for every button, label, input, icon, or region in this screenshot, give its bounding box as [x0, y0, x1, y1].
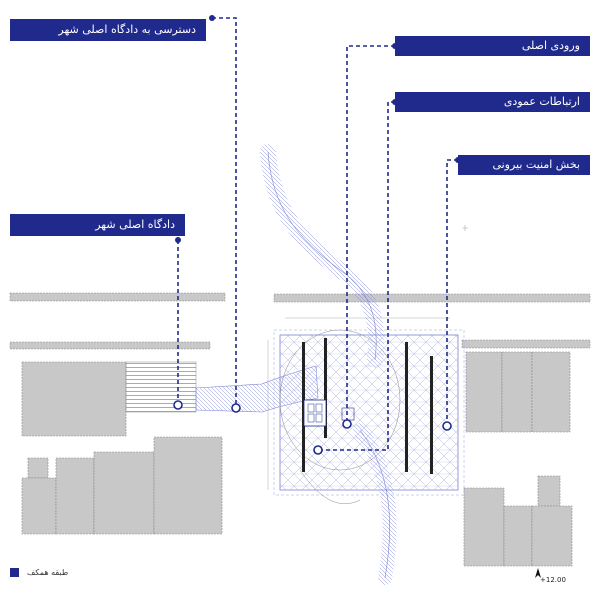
building-block: [503, 505, 533, 567]
legend-label: طبقه همکف: [27, 567, 69, 577]
label-main-court: دادگاه اصلی شهر: [10, 214, 185, 236]
street-band: [461, 339, 591, 349]
street-band: [9, 341, 211, 350]
target-ring-icon: [342, 419, 352, 429]
vertical-core: [303, 399, 327, 427]
building-block: [21, 477, 57, 535]
structure-bar: [405, 342, 408, 472]
north-arrow-icon: [535, 568, 541, 578]
structure-bar: [302, 342, 305, 472]
label-access: دسترسی به دادگاه اصلی شهر: [10, 19, 206, 41]
structure-bar: [324, 338, 327, 438]
street-band: [273, 293, 591, 303]
courtyard-stairs: [125, 361, 197, 413]
building-block: [27, 457, 49, 479]
target-ring-icon: [231, 403, 241, 413]
leader-lines: [177, 17, 458, 451]
label-main-entrance: ورودی اصلی: [395, 36, 590, 56]
building-block: [153, 436, 223, 535]
legend: طبقه همکف: [10, 566, 68, 578]
building-block: [93, 451, 155, 535]
target-ring-icon: [442, 421, 452, 431]
small-cross-icon: [462, 225, 468, 231]
target-ring-icon: [313, 445, 323, 455]
building-block: [463, 487, 505, 567]
building-block: [465, 351, 503, 433]
building-block: [21, 361, 127, 437]
street-band: [9, 292, 226, 302]
building-block: [537, 475, 561, 507]
legend-swatch: [10, 567, 19, 577]
callout-dot-icon: [175, 237, 181, 243]
building-block: [531, 351, 571, 433]
elevation-marker: +12.00: [528, 568, 568, 588]
target-ring-icon: [173, 400, 183, 410]
label-vertical-circulation: ارتباطات عمودی: [395, 92, 590, 112]
elevation-label: +12.00: [540, 576, 566, 584]
building-block: [531, 505, 573, 567]
building-block: [501, 351, 533, 433]
callout-dot-icon: [209, 15, 215, 21]
building-block: [55, 457, 95, 535]
label-external-security: بخش امنیت بیرونی: [458, 155, 590, 175]
structure-bar: [430, 356, 433, 474]
